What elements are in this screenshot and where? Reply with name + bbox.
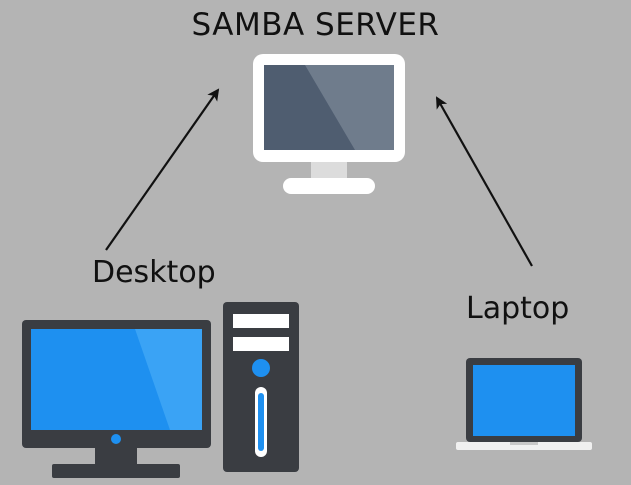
desktop-monitor-neck — [95, 448, 137, 466]
server-monitor-icon — [253, 54, 405, 194]
server-monitor-base — [283, 178, 375, 194]
laptop-label: Laptop — [466, 291, 570, 326]
tower-power-button — [252, 359, 270, 377]
laptop-notch — [510, 442, 538, 445]
tower-drive-bay-2 — [233, 337, 289, 351]
desktop-label: Desktop — [92, 255, 216, 290]
laptop-to-server-arrow — [436, 96, 533, 267]
desktop-power-led — [111, 434, 121, 444]
desktop-screen-glare — [135, 329, 202, 430]
laptop-screen — [473, 365, 575, 436]
laptop-base — [456, 442, 592, 450]
tower-drive-bay-1 — [233, 314, 289, 328]
tower-slot-light — [258, 393, 264, 451]
server-monitor-neck — [311, 162, 347, 180]
desktop-monitor-icon — [22, 320, 211, 478]
desktop-tower-icon — [223, 302, 299, 472]
laptop-icon — [456, 358, 592, 450]
desktop-monitor-base — [52, 464, 180, 478]
server-screen-glare — [305, 65, 394, 150]
desktop-to-server-arrow — [105, 88, 220, 251]
server-label: SAMBA SERVER — [191, 7, 440, 43]
